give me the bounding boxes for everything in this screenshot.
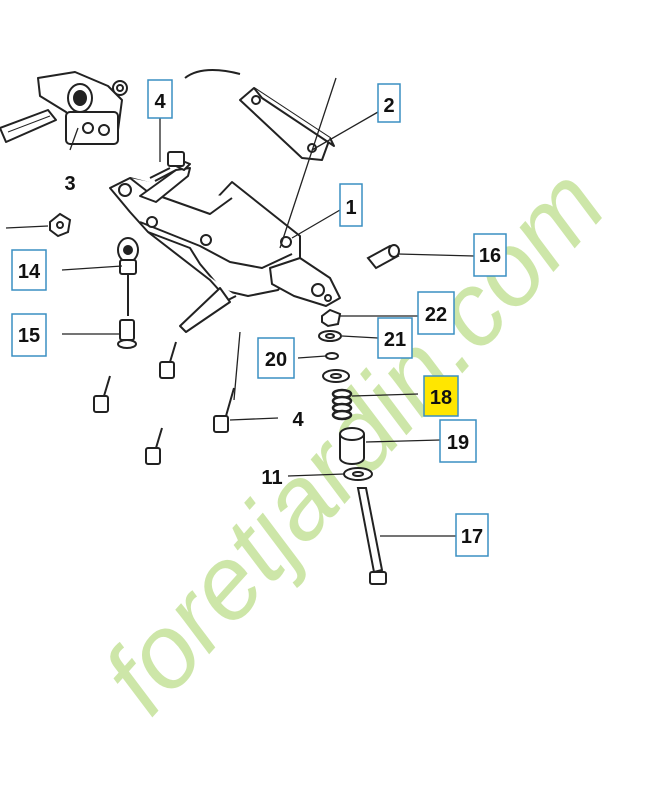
svg-text:15: 15 <box>18 325 40 347</box>
callouts: 4 2 3 1 14 16 15 22 21 <box>11 79 507 557</box>
svg-text:18: 18 <box>430 387 452 409</box>
callout-20[interactable]: 20 <box>257 337 295 379</box>
plate-part-2 <box>239 87 335 161</box>
svg-text:19: 19 <box>447 432 469 454</box>
svg-text:22: 22 <box>425 304 447 326</box>
callout-14[interactable]: 14 <box>11 249 47 291</box>
svg-text:4: 4 <box>292 409 304 431</box>
callout-11[interactable]: 11 <box>261 467 282 489</box>
nut-left <box>49 212 72 238</box>
svg-text:3: 3 <box>64 173 75 195</box>
pin-16 <box>366 244 400 270</box>
svg-text:16: 16 <box>479 245 501 267</box>
callout-3[interactable]: 3 <box>64 173 75 195</box>
pivot-stack <box>318 308 387 585</box>
bolt-17 <box>356 487 387 585</box>
bolt-4-top <box>149 151 185 182</box>
loose-bolts <box>93 341 235 465</box>
rod-end-14 <box>117 237 139 316</box>
washer-20 <box>325 352 339 360</box>
spring-18 <box>331 388 353 421</box>
screw-15 <box>117 319 137 349</box>
bushing-19 <box>339 427 365 465</box>
callout-16[interactable]: 16 <box>473 233 507 277</box>
callout-19[interactable]: 19 <box>439 419 477 463</box>
callout-17[interactable]: 17 <box>455 513 489 557</box>
svg-text:2: 2 <box>383 95 394 117</box>
svg-text:11: 11 <box>261 467 282 489</box>
callout-4-bottom[interactable]: 4 <box>292 409 304 431</box>
svg-text:14: 14 <box>18 261 41 283</box>
callout-1[interactable]: 1 <box>339 183 363 227</box>
callout-15[interactable]: 15 <box>11 313 47 357</box>
callout-2[interactable]: 2 <box>377 83 401 123</box>
leader-lines <box>5 77 475 537</box>
bearing-housing <box>0 69 241 145</box>
main-bracket <box>109 159 341 333</box>
svg-text:20: 20 <box>265 349 287 371</box>
svg-text:4: 4 <box>154 91 166 113</box>
svg-text:17: 17 <box>461 526 483 548</box>
callout-21[interactable]: 21 <box>377 317 413 359</box>
callout-18[interactable]: 18 <box>423 375 459 417</box>
svg-text:1: 1 <box>345 197 356 219</box>
nut-22 <box>321 308 342 328</box>
svg-text:21: 21 <box>384 329 406 351</box>
callout-22[interactable]: 22 <box>417 291 455 335</box>
callout-4-top[interactable]: 4 <box>147 79 173 119</box>
